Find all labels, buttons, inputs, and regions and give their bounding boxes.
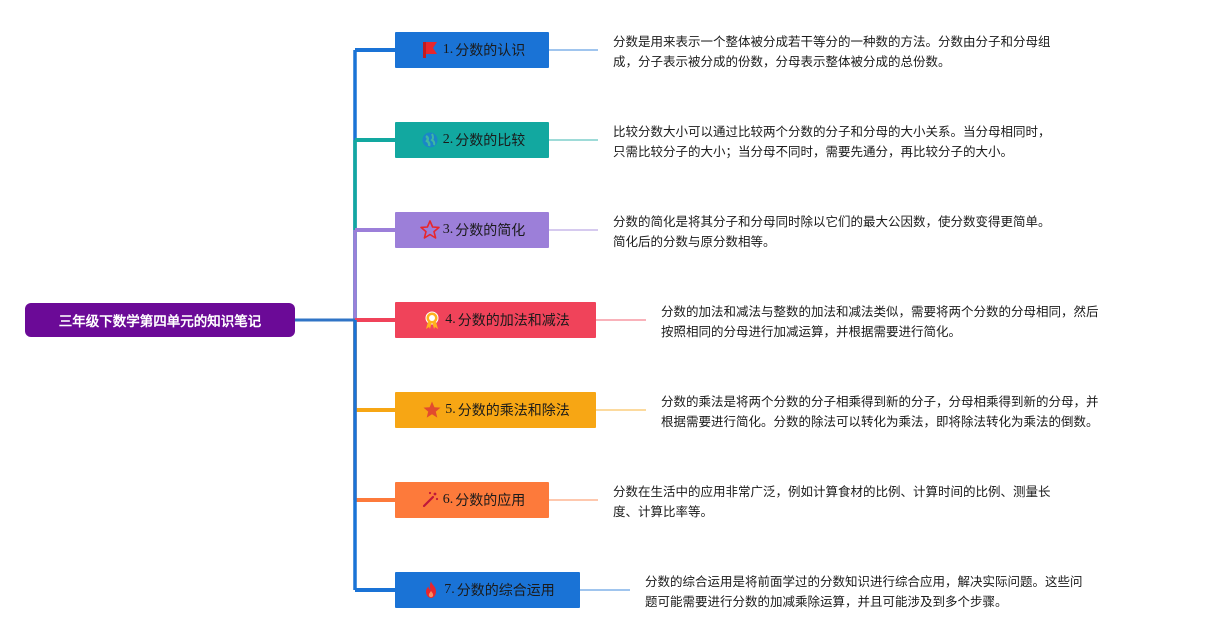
topic-label: 分数的简化 (455, 223, 526, 239)
star-filled-icon (421, 399, 443, 421)
topic-label: 分数的比较 (455, 133, 526, 149)
topic-note: 分数在生活中的应用非常广泛，例如计算食材的比例、计算时间的比例、测量长度、计算比… (613, 484, 1051, 519)
topic-note: 比较分数大小可以通过比较两个分数的分子和分母的大小关系。当分母相同时，只需比较分… (613, 124, 1051, 159)
award-ribbon-icon (421, 309, 443, 331)
topic-number: 1. (442, 42, 454, 57)
topic-note: 分数的加法和减法与整数的加法和减法类似，需要将两个分数的分母相同，然后按照相同的… (661, 304, 1099, 339)
topic-note: 分数是用来表示一个整体被分成若干等分的一种数的方法。分数由分子和分母组成，分子表… (613, 34, 1051, 69)
topic-label: 分数的加法和减法 (457, 313, 570, 329)
topic-label: 分数的认识 (455, 43, 526, 59)
topic-number: 3. (442, 222, 454, 237)
fire-icon (420, 579, 442, 601)
topic-fraction-recognition[interactable]: 1. 分数的认识 (395, 32, 549, 68)
topic-fraction-simplification[interactable]: 3. 分数的简化 (395, 212, 549, 248)
root-topic[interactable]: 三年级下数学第四单元的知识笔记 (25, 303, 295, 337)
flag-icon (419, 39, 441, 61)
topic-number: 5. (445, 402, 456, 417)
topic-number: 4. (445, 312, 456, 327)
topic-number: 7. (444, 582, 455, 597)
topic-number: 2. (442, 132, 454, 147)
topic-fraction-comparison[interactable]: 2. 分数的比较 (395, 122, 549, 158)
topic-fraction-application[interactable]: 6. 分数的应用 (395, 482, 549, 518)
topic-fraction-comprehensive-use[interactable]: 7. 分数的综合运用 (395, 572, 580, 608)
topic-number: 6. (442, 492, 454, 507)
root-title: 三年级下数学第四单元的知识笔记 (58, 314, 262, 330)
globe-icon (419, 129, 441, 151)
topic-note: 分数的综合运用是将前面学过的分数知识进行综合应用，解决实际问题。这些问题可能需要… (645, 574, 1083, 609)
star-outline-icon (419, 219, 441, 241)
topic-fraction-multiplication-division[interactable]: 5. 分数的乘法和除法 (395, 392, 596, 428)
magic-wand-icon (419, 489, 441, 511)
topic-note: 分数的乘法是将两个分数的分子相乘得到新的分子，分母相乘得到新的分母，并根据需要进… (661, 394, 1099, 429)
topic-label: 分数的综合运用 (456, 583, 555, 599)
topic-label: 分数的应用 (455, 493, 526, 509)
topic-fraction-addition-subtraction[interactable]: 4. 分数的加法和减法 (395, 302, 596, 338)
topic-label: 分数的乘法和除法 (457, 403, 570, 419)
topic-note: 分数的简化是将其分子和分母同时除以它们的最大公因数，使分数变得更简单。简化后的分… (613, 214, 1051, 249)
